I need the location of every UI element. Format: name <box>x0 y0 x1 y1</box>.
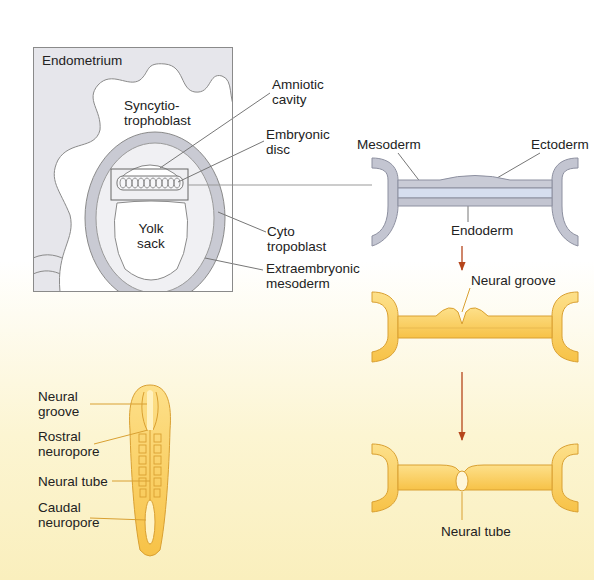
part-label: Neural groove <box>38 389 98 419</box>
part-label: Neural tube <box>38 474 108 489</box>
disc-cells <box>120 178 180 188</box>
neural-plate <box>398 465 552 490</box>
leader-lines <box>90 404 150 520</box>
sequence-arrow <box>461 246 462 270</box>
part-label: Mesoderm <box>357 137 421 152</box>
zoom-frame <box>111 169 188 200</box>
leader-line <box>178 141 264 182</box>
neural-groove-section <box>372 292 578 362</box>
cell <box>168 178 174 188</box>
cytotrophoblast <box>85 132 225 292</box>
endometrium-panel: EndometriumYolk sack <box>33 47 233 292</box>
somites <box>139 434 161 497</box>
somite <box>154 445 161 453</box>
part-label: Neural groove <box>471 273 556 288</box>
node-label: Yolk sack <box>129 199 173 251</box>
sequence-arrow <box>461 372 462 440</box>
somite <box>140 489 146 497</box>
yolk-sac: Yolk sack <box>111 199 191 286</box>
somite <box>154 478 161 486</box>
ectoderm-layer <box>398 176 552 189</box>
leader-line <box>497 153 540 178</box>
part-label: Ectoderm <box>531 137 589 152</box>
section-wall <box>372 158 398 246</box>
cell <box>162 178 168 188</box>
node-label: Endometrium <box>42 53 122 68</box>
endoderm-layer <box>398 198 552 206</box>
extraembryonic-mesoderm <box>96 143 214 292</box>
cell <box>138 178 144 188</box>
cell <box>156 178 162 188</box>
somite <box>139 478 146 486</box>
part-label: Rostral neuropore <box>38 429 118 459</box>
section-wall <box>552 292 578 362</box>
somite <box>139 467 146 475</box>
part-label: Amniotic cavity <box>272 77 342 107</box>
trilaminar-section <box>372 158 578 246</box>
implantation-site <box>33 64 233 292</box>
leader-line <box>94 430 148 444</box>
cell <box>174 178 180 188</box>
somite <box>154 456 161 464</box>
mesoderm-layer <box>398 188 552 198</box>
leader-line <box>468 205 469 222</box>
zoom-line <box>188 185 372 186</box>
cell <box>126 178 132 188</box>
part-label: Caudal neuropore <box>38 500 118 530</box>
somite <box>139 456 146 464</box>
embryonic-disc <box>117 176 183 190</box>
leader-line <box>462 288 470 312</box>
part-label: Cyto tropoblast <box>267 224 342 254</box>
somite <box>154 467 161 475</box>
open-groove <box>147 390 153 430</box>
section-wall <box>552 158 578 246</box>
leader-line <box>218 212 266 232</box>
embryo-outline <box>130 385 171 556</box>
section-wall <box>372 444 398 512</box>
somite <box>139 434 146 442</box>
part-label: Embryonic disc <box>266 127 341 157</box>
leader-line <box>205 258 263 270</box>
somite <box>139 445 146 453</box>
leader-line <box>90 404 147 405</box>
neural-plate <box>398 308 552 338</box>
neural-tube <box>456 471 468 491</box>
leader-line <box>462 492 463 520</box>
leader-line <box>112 481 150 482</box>
part-label: Neural tube <box>441 524 511 539</box>
cell <box>132 178 138 188</box>
somite <box>154 489 160 497</box>
part-label: Syncytio- trophoblast <box>124 98 204 128</box>
somite <box>154 434 161 442</box>
section-wall <box>372 292 398 362</box>
closed-tube <box>150 430 151 500</box>
part-label: Extraembryonic mesoderm <box>266 261 386 291</box>
caudal-opening <box>145 500 155 544</box>
cell <box>150 178 156 188</box>
part-label: Endoderm <box>451 223 513 238</box>
layer-line <box>398 328 552 329</box>
section-wall <box>552 444 578 512</box>
neural-tube-section <box>372 444 578 512</box>
cell <box>120 178 126 188</box>
cell <box>144 178 150 188</box>
embryo-dorsal <box>130 385 171 556</box>
